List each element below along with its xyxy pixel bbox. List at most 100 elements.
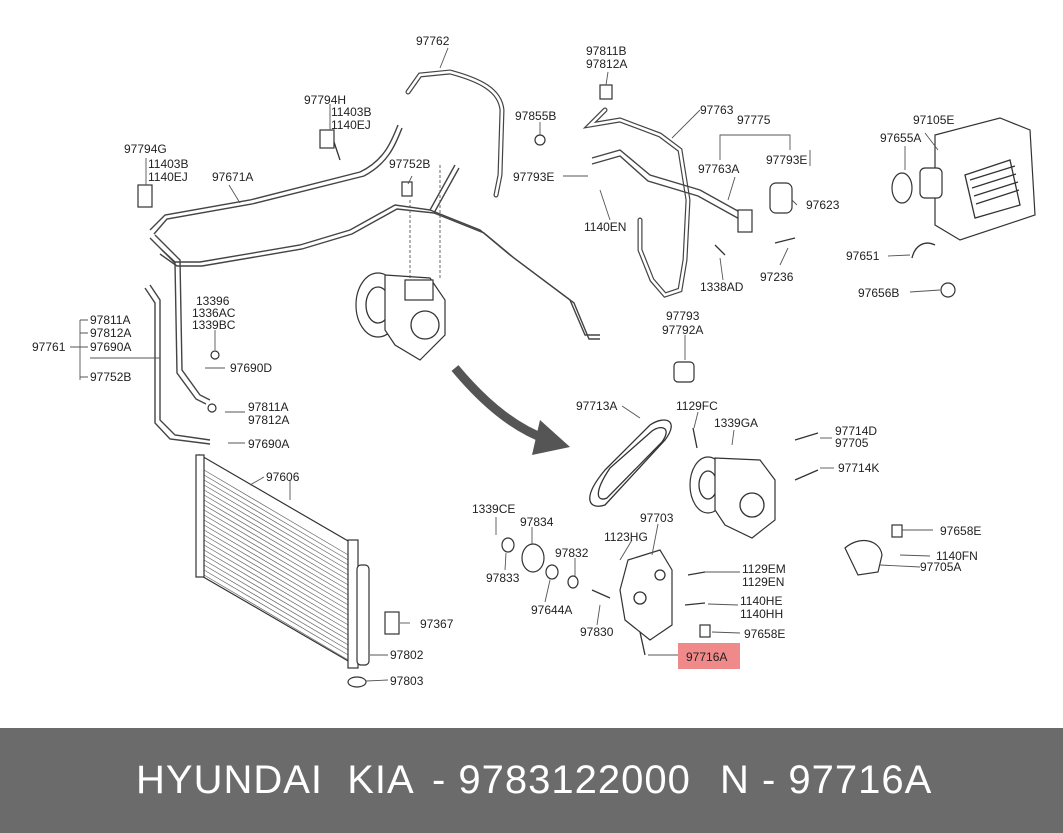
callout-97812a-mid: 97812A	[248, 413, 289, 427]
bolt-1140he	[684, 602, 706, 606]
callout-97762: 97762	[416, 34, 450, 48]
callout-97811a-mid: 97811A	[248, 400, 288, 414]
callout-97236: 97236	[760, 270, 794, 284]
callout-97793e: 97793E	[513, 170, 554, 184]
callout-97833: 97833	[486, 571, 520, 585]
callout-1336ac: 1336AC	[192, 306, 236, 320]
bolt-1129fc	[692, 427, 698, 449]
callout-97752b-top: 97752B	[389, 157, 430, 171]
washer-97833	[501, 537, 515, 553]
highlight-box	[678, 643, 740, 669]
condenser-fin	[203, 574, 351, 662]
callout-97763a: 97763A	[698, 162, 739, 176]
callout-1140hh: 1140HH	[740, 607, 783, 621]
condenser-fin	[203, 549, 351, 637]
condenser-fin	[203, 554, 351, 642]
compressor-detail	[689, 456, 776, 539]
belt-97713a	[589, 419, 672, 507]
callout-1339bc: 1339BC	[192, 318, 236, 332]
oem-number: - 9783122000	[432, 758, 691, 802]
callout-97832: 97832	[555, 546, 589, 560]
callout-1140fn: 1140FN	[936, 549, 978, 563]
callout-1129fc: 1129FC	[676, 399, 718, 413]
condenser-fin	[203, 509, 351, 597]
pipe-97762	[405, 69, 505, 198]
washer-97644a	[545, 564, 559, 580]
condenser-fin	[203, 469, 351, 557]
callout-97763: 97763	[700, 103, 734, 117]
condenser-fin	[203, 524, 351, 612]
bolt-97716a	[639, 631, 646, 656]
callout-97793e-b: 97793E	[766, 153, 807, 167]
condenser-fin	[203, 534, 351, 622]
bolt-1129em	[687, 571, 706, 576]
brand-text: HYUNDAI KIA	[136, 758, 415, 802]
callout-97705a: 97705A	[920, 560, 961, 574]
cap-97832	[567, 575, 579, 589]
pipe-97761	[144, 234, 211, 445]
callout-97812a-left: 97812A	[90, 326, 131, 340]
callout-97651: 97651	[846, 249, 880, 263]
receiver-97623	[714, 182, 796, 256]
callout-97658e-b: 97658E	[744, 627, 785, 641]
callout-11403b-b: 11403B	[148, 157, 188, 171]
callout-97690d: 97690D	[230, 361, 272, 375]
callout-97802: 97802	[390, 648, 424, 662]
condenser-fin	[203, 484, 351, 572]
callout-97793: 97793	[666, 309, 700, 323]
diagram-svg: 97762 97811B 97812A 97794H 11403B 1140EJ…	[32, 34, 1036, 688]
callout-97794h: 97794H	[304, 93, 346, 107]
callout-labels: 97762 97811B 97812A 97794H 11403B 1140EJ…	[32, 34, 981, 688]
compressor-top	[355, 272, 446, 361]
callout-1140he: 1140HE	[740, 594, 782, 608]
pipe-97671a	[149, 124, 403, 235]
callout-97690a-mid: 97690A	[248, 437, 289, 451]
condenser-fin	[203, 569, 351, 657]
condenser-fin	[203, 559, 351, 647]
callout-97714k: 97714K	[838, 461, 879, 475]
callout-97752b-left: 97752B	[90, 370, 131, 384]
callout-97656b: 97656B	[858, 286, 899, 300]
clamp-97793	[673, 361, 695, 383]
callout-97655a: 97655A	[880, 131, 921, 145]
callout-1140en: 1140EN	[584, 220, 626, 234]
hvac-case	[891, 117, 1036, 298]
condenser-97606	[195, 453, 400, 688]
callout-1339ga: 1339GA	[714, 416, 758, 430]
callout-97690a-left: 97690A	[90, 340, 131, 354]
callout-1140ej: 1140EJ	[331, 118, 371, 132]
callout-97803: 97803	[390, 674, 424, 688]
callout-1339ce: 1339CE	[472, 502, 515, 516]
bolt-97830	[591, 589, 611, 599]
pipe-97752b	[159, 164, 600, 340]
part-number: N - 97716A	[720, 758, 933, 802]
callout-97830: 97830	[580, 625, 614, 639]
pulley-97834	[521, 543, 545, 573]
callout-97705: 97705	[835, 436, 869, 450]
callout-97794g: 97794G	[124, 142, 167, 156]
callout-97775: 97775	[737, 113, 771, 127]
condenser-fin	[203, 479, 351, 567]
callout-97811b: 97811B	[586, 44, 626, 58]
callout-97644a: 97644A	[531, 603, 572, 617]
callout-97714d: 97714D	[835, 424, 877, 438]
callout-97761: 97761	[32, 340, 66, 354]
condenser-fin	[203, 489, 351, 577]
parts-diagram: 97762 97811B 97812A 97794H 11403B 1140EJ…	[32, 34, 1036, 688]
bracket-97703	[619, 549, 673, 641]
callout-97834: 97834	[520, 515, 554, 529]
callout-97811a-left: 97811A	[90, 313, 130, 327]
condenser-fin	[203, 544, 351, 632]
callout-97713a: 97713A	[576, 399, 617, 413]
callout-1129en: 1129EN	[742, 575, 784, 589]
footer-bar: HYUNDAI KIA - 9783122000 N - 97716A	[0, 728, 1063, 833]
callout-11403b: 11403B	[331, 105, 371, 119]
bolt-97714k	[794, 469, 819, 481]
callout-97606: 97606	[266, 470, 300, 484]
callout-97367: 97367	[420, 617, 454, 631]
callout-97812a: 97812A	[586, 57, 627, 71]
condenser-fin	[203, 564, 351, 652]
condenser-fin	[203, 499, 351, 587]
pipe-97763	[582, 107, 691, 298]
